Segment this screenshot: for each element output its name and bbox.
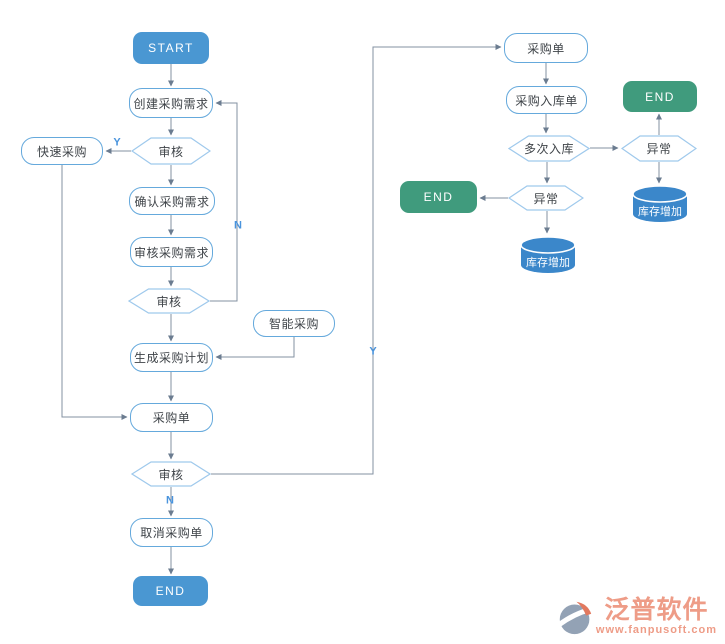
node-start: START [133, 32, 209, 64]
edge-label-review2-to-create: N [234, 219, 242, 232]
node-review-request: 审核采购需求 [130, 237, 213, 267]
hexagon-shape [128, 288, 210, 314]
node-label-abnormal-left: 异常 [533, 191, 559, 206]
node-label-review-request: 审核采购需求 [133, 245, 209, 260]
fanpu-logo: 泛普软件 www.fanpusoft.com [557, 596, 717, 636]
node-abnormal-right: 异常 [621, 135, 697, 162]
node-label-end-green-left: END [423, 190, 454, 204]
node-confirm-request: 确认采购需求 [129, 187, 215, 215]
node-label-purchase-order-left: 采购单 [152, 411, 191, 425]
edge-smart-to-genplan [215, 337, 295, 360]
hexagon-shape [508, 135, 590, 162]
node-quick-purchase: 快速采购 [21, 137, 103, 165]
edge-review3-to-poright [211, 44, 502, 475]
node-end-green-left: END [400, 181, 477, 213]
node-label-smart-purchase: 智能采购 [268, 317, 319, 331]
node-label-abnormal-right: 异常 [646, 142, 672, 156]
node-label-multi-inbound: 多次入库 [523, 142, 574, 156]
node-abnormal-left: 异常 [508, 185, 584, 211]
cylinder-shape [632, 185, 688, 222]
node-create-request: 创建采购需求 [129, 88, 213, 118]
node-label-confirm-request: 确认采购需求 [134, 194, 210, 209]
node-label-review-1: 审核 [158, 144, 184, 159]
node-inventory-increase-left: 库存增加 [520, 236, 576, 274]
hexagon-shape [131, 137, 211, 165]
edge-label-review3-to-cancel: N [166, 494, 174, 507]
fanpu-logo-icon [557, 601, 592, 635]
edge-label-review1-to-quick: Y [113, 136, 121, 149]
node-label-purchase-order-right: 采购单 [527, 41, 565, 56]
logo-url-text: www.fanpusoft.com [595, 623, 717, 636]
node-label-generate-plan: 生成采购计划 [133, 351, 209, 365]
node-label-quick-purchase: 快速采购 [36, 144, 87, 159]
node-label-review-3: 审核 [158, 467, 184, 482]
node-multi-inbound: 多次入库 [508, 135, 590, 162]
node-end-green-right: END [623, 81, 697, 112]
node-generate-plan: 生成采购计划 [130, 343, 213, 372]
node-end-left: END [133, 576, 208, 606]
edge-review2-to-create [210, 100, 238, 302]
node-purchase-order-right: 采购单 [504, 33, 588, 63]
node-label-receipt-order: 采购入库单 [515, 93, 578, 108]
node-review-2: 审核 [128, 288, 210, 314]
hexagon-shape [131, 461, 211, 487]
cylinder-shape [520, 236, 576, 273]
node-inventory-increase-right: 库存增加 [632, 185, 688, 223]
hexagon-shape [508, 185, 584, 211]
node-label-review-2: 审核 [156, 294, 182, 309]
node-label-end-green-right: END [645, 89, 675, 104]
edge-label-review3-to-poright: Y [369, 345, 377, 358]
node-review-3: 审核 [131, 461, 211, 487]
node-label-end-left: END [155, 584, 186, 598]
node-label-create-request: 创建采购需求 [133, 96, 209, 111]
node-review-1: 审核 [131, 137, 211, 165]
hexagon-shape [621, 135, 697, 162]
node-cancel-order: 取消采购单 [130, 518, 213, 547]
node-purchase-order-left: 采购单 [130, 403, 213, 432]
node-label-inventory-increase-right: 库存增加 [638, 206, 682, 218]
edge-quick-to-poleft [61, 165, 128, 420]
node-label-start: START [148, 41, 194, 55]
node-smart-purchase: 智能采购 [253, 310, 335, 337]
node-label-inventory-increase-left: 库存增加 [526, 257, 570, 269]
node-label-cancel-order: 取消采购单 [140, 526, 203, 540]
node-receipt-order: 采购入库单 [506, 86, 587, 114]
logo-brand-text: 泛普软件 [604, 596, 709, 624]
